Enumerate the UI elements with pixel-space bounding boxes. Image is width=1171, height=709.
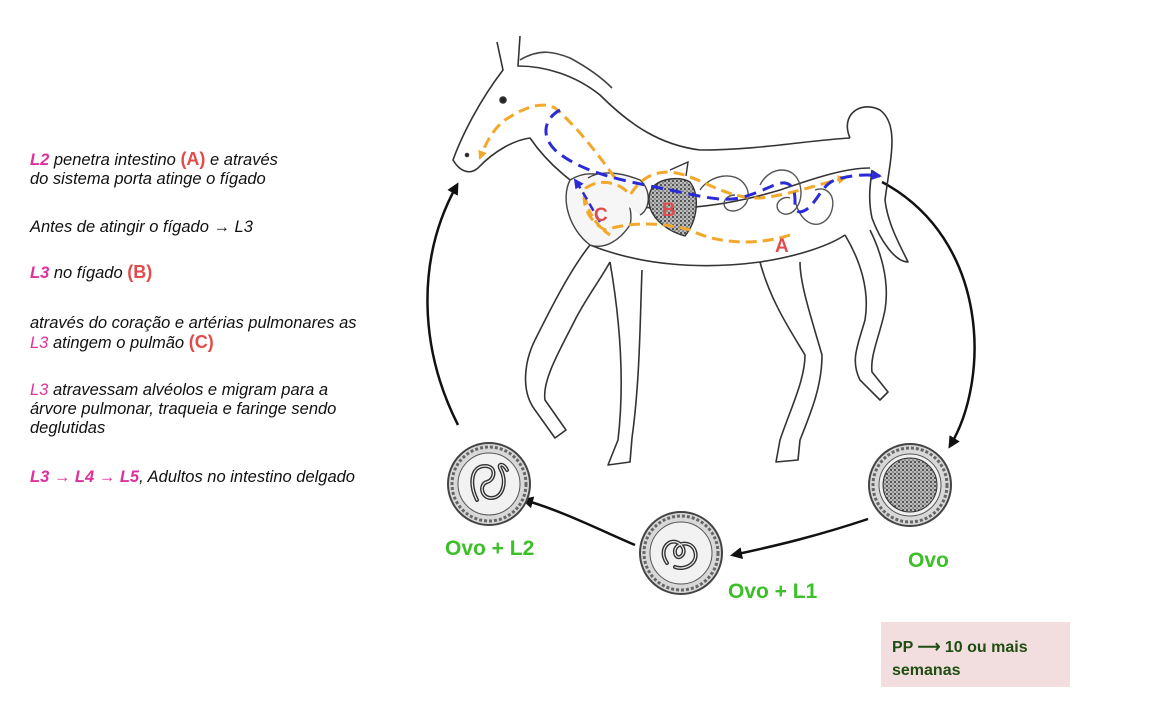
horse-illustration bbox=[452, 35, 909, 466]
stage-label-egg-l1: Ovo + L1 bbox=[728, 580, 818, 603]
migration-path-orange-upper bbox=[582, 170, 847, 244]
l3-tag: L3 bbox=[30, 381, 49, 399]
step-adults: L3 → L4 → L5, Adultos no intestino delga… bbox=[30, 468, 355, 486]
step-l3-lung: através do coração e artérias pulmonares… bbox=[30, 314, 357, 352]
migration-path-orange-lung bbox=[583, 191, 611, 237]
label-c-ref: (C) bbox=[188, 332, 214, 352]
step-l2-line2: do sistema porta atinge o fígado bbox=[30, 170, 266, 188]
organ-label-c: C bbox=[594, 205, 608, 226]
label-b-ref: (B) bbox=[127, 262, 153, 282]
note-line2: semanas bbox=[892, 662, 961, 679]
cycle-arrow-egg-to-l1 bbox=[730, 517, 869, 559]
organ-label-a: A bbox=[775, 236, 789, 257]
stage-label-egg: Ovo bbox=[908, 549, 949, 572]
l3-tag: L3 bbox=[30, 264, 50, 282]
cycle-arrow-l1-to-l2 bbox=[521, 496, 636, 547]
migration-path-blue bbox=[544, 108, 882, 214]
intestine-loops bbox=[699, 169, 834, 225]
l2-tag: L2 bbox=[30, 151, 50, 169]
step-l3-liver: L3 no fígado (B) bbox=[30, 262, 153, 283]
migration-path-blue-lung bbox=[573, 178, 602, 223]
step-l3-alveoli: L3 atravessam alvéolos e migram para a á… bbox=[30, 381, 337, 437]
egg-with-l1 bbox=[639, 511, 723, 595]
egg-with-l2 bbox=[447, 442, 531, 526]
cycle-arrow-horse-to-egg bbox=[881, 180, 976, 449]
label-a-ref: (A) bbox=[180, 149, 206, 169]
migration-path-orange-neck bbox=[478, 103, 617, 179]
cycle-arrow-l2-to-horse bbox=[426, 182, 460, 426]
l3-tag: L3 bbox=[30, 334, 49, 352]
stage-label-egg-l2: Ovo + L2 bbox=[445, 537, 535, 560]
prepatent-period-note: PP ⟶ 10 ou mais semanas bbox=[881, 622, 1070, 687]
egg-unembryonated bbox=[868, 443, 952, 527]
larval-sequence: L3 → L4 → L5 bbox=[30, 468, 140, 486]
note-line1: PP ⟶ 10 ou mais bbox=[892, 639, 1028, 656]
organ-label-b: B bbox=[662, 200, 676, 221]
step-l2-intestine: L2 penetra intestino (A) e através do si… bbox=[30, 149, 278, 189]
step-before-liver: Antes de atingir o fígado → L3 bbox=[30, 218, 253, 236]
liver-organ bbox=[648, 160, 697, 237]
